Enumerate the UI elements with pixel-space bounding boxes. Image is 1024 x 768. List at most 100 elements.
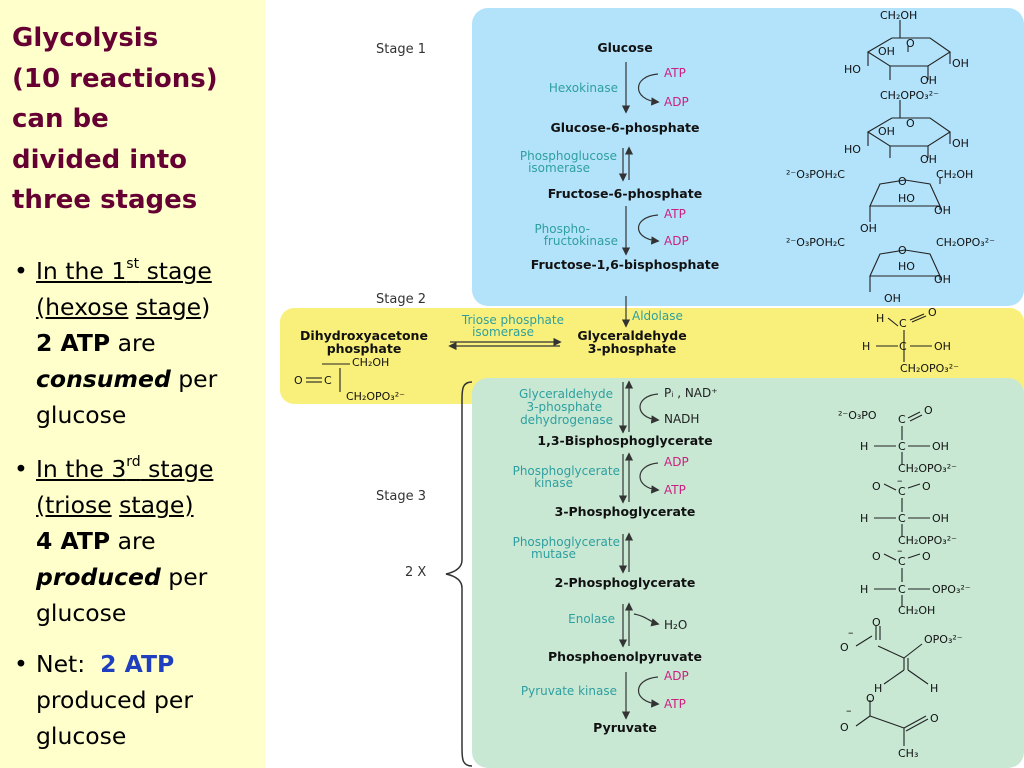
bullet-text: glucose — [36, 599, 127, 627]
f6p-structure — [869, 178, 941, 222]
stage2-label: Stage 2 — [376, 292, 426, 307]
enzyme-aldolase: Aldolase — [632, 309, 683, 323]
cofactor-adp: ADP — [664, 669, 689, 683]
metabolite-dhap: phosphate — [327, 341, 402, 356]
structure-label: CH₂OH — [898, 604, 935, 617]
structure-label: CH₂OPO₃²⁻ — [898, 462, 957, 475]
structure-label: – — [897, 544, 903, 557]
structure-label: O — [872, 480, 881, 493]
enzyme-enolase: Enolase — [568, 612, 615, 626]
enzyme-pgk: kinase — [534, 476, 573, 490]
structure-label: C — [898, 583, 906, 596]
bullet-dot: • — [14, 455, 28, 483]
cofactor-arrow — [638, 73, 660, 106]
structure-label: C — [898, 485, 906, 498]
structure-label: CH₂OH — [880, 9, 917, 22]
structure-label: OH — [932, 512, 949, 525]
bullet-text: produced per — [36, 686, 194, 714]
cofactor-atp: ATP — [664, 66, 686, 80]
metabolite-glucose: Glucose — [597, 40, 652, 55]
cofactor-atp: ATP — [664, 697, 686, 711]
cofactor-arrow — [639, 462, 660, 494]
structure-label: C — [898, 512, 906, 525]
multiplier-label: 2 X — [405, 565, 426, 580]
metabolite-13bpg: 1,3-Bisphosphoglycerate — [537, 433, 712, 448]
structure-label: H — [862, 340, 870, 353]
structure-label: O — [924, 404, 933, 417]
structure-label: HO — [898, 192, 915, 205]
metabolite-2pg: 2-Phosphoglycerate — [555, 575, 696, 590]
metabolite-f6p: Fructose-6-phosphate — [548, 186, 702, 201]
structure-label: H — [860, 512, 868, 525]
structure-label: H — [930, 682, 938, 695]
title-line: divided into — [12, 144, 188, 175]
structure-label: O — [922, 480, 931, 493]
structure-label: ²⁻O₃PO — [838, 409, 877, 422]
structure-label: CH₂OH — [352, 356, 389, 369]
structure-label: O — [294, 374, 303, 387]
stage3-brace — [445, 381, 473, 767]
structure-label: OH — [884, 292, 901, 305]
enzyme-gapdh: Glyceraldehyde — [519, 387, 613, 401]
bullet-text: stage — [139, 257, 212, 285]
structure-label: CH₂OPO₃²⁻ — [880, 89, 939, 102]
glycolysis-diagram: Stage 1 Stage 2 Stage 3 2 X Glucose Gluc… — [280, 8, 1024, 768]
dhap-structure — [306, 363, 350, 392]
stage1-region — [472, 8, 1024, 306]
enzyme-pgk: Phosphoglycerate — [513, 464, 620, 478]
structure-label: OH — [878, 125, 895, 138]
bullet-text: stage — [140, 455, 214, 483]
pyruvate-structure — [855, 700, 929, 746]
bullet-text: glucose — [36, 722, 127, 750]
enzyme-pgm: mutase — [531, 547, 576, 561]
3pg-structure — [874, 483, 930, 536]
title-line: can be — [12, 104, 109, 134]
stage3-label: Stage 3 — [376, 489, 426, 504]
structure-label: OH — [952, 57, 969, 70]
bullet-text: stage — [135, 293, 202, 321]
metabolite-dhap: Dihydroxyacetone — [300, 328, 428, 343]
stage1-label: Stage 1 — [376, 42, 426, 57]
structure-label: CH₂OH — [936, 168, 973, 181]
structure-label: CH₂OPO₃²⁻ — [898, 534, 957, 547]
structure-label: HO — [844, 143, 861, 156]
cofactor-adp: ADP — [664, 455, 689, 469]
bullet-text: per — [170, 365, 218, 393]
structure-label: H — [874, 682, 882, 695]
title-line: Glycolysis — [12, 23, 159, 53]
bullet-text: glucose — [36, 401, 127, 429]
cofactor-water: H₂O — [664, 618, 687, 632]
metabolite-pyruvate: Pyruvate — [593, 720, 657, 735]
structure-label: O — [840, 641, 849, 654]
atp-count: 2 ATP — [36, 329, 111, 357]
structure-label: O — [898, 244, 907, 257]
enzyme-pgi: Phosphoglucose — [520, 149, 617, 163]
structure-label: CH₂OPO₃²⁻ — [346, 390, 405, 403]
enzyme-tpi: Triose phosphate — [461, 313, 564, 327]
enzyme-pyruvate-kinase: Pyruvate kinase — [521, 684, 617, 698]
bullet-text: are — [110, 329, 156, 357]
structure-label: ²⁻O₃POH₂C — [786, 236, 845, 249]
enzyme-pgm: Phosphoglycerate — [513, 535, 620, 549]
structure-label: O — [906, 117, 915, 130]
structure-label: C — [898, 555, 906, 568]
bullet-text: are — [110, 527, 156, 555]
title-line: (10 reactions) — [12, 63, 218, 94]
bullet-sup: st — [126, 256, 140, 273]
structure-label: C — [898, 413, 906, 426]
bullet-text: Net: — [36, 650, 86, 678]
structure-label: – — [846, 704, 852, 717]
gap-structure — [876, 313, 932, 362]
cofactor-arrow — [639, 393, 660, 424]
enzyme-gapdh: dehydrogenase — [520, 413, 613, 427]
pep-structure — [855, 626, 929, 685]
summary-panel: Glycolysis (10 reactions) can be divided… — [0, 0, 265, 768]
enzyme-pgi: isomerase — [528, 161, 590, 175]
bullet-emphasis: consumed — [36, 365, 171, 393]
13bpg-structure — [874, 411, 930, 464]
metabolite-gap: Glyceraldehyde — [577, 328, 686, 343]
bullet-text: per — [160, 563, 208, 591]
structure-label: O — [928, 306, 937, 319]
slide-title: Glycolysis (10 reactions) can be divided… — [12, 18, 262, 221]
structure-label: OH — [934, 204, 951, 217]
